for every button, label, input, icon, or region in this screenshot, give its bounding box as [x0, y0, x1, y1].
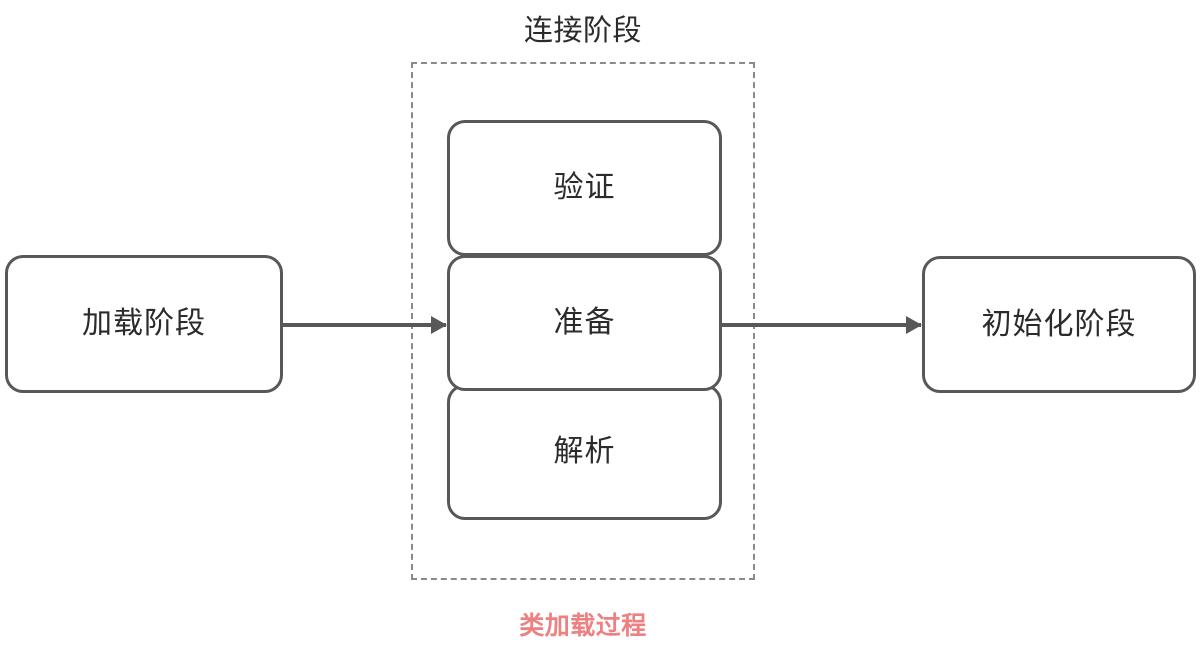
dashed-group-container — [411, 62, 755, 580]
figure-caption: 类加载过程 — [519, 612, 647, 640]
arrow-right-icon-loading-to-linking — [283, 323, 446, 327]
phase-box-verify-label: 验证 — [553, 171, 616, 204]
phase-box-resolve[interactable]: 解析 — [447, 384, 722, 520]
arrow-right-icon-linking-to-initialization — [721, 323, 921, 327]
phase-box-prepare-label: 准备 — [553, 306, 616, 339]
phase-box-resolve-label: 解析 — [553, 435, 616, 468]
phase-box-initialization-label: 初始化阶段 — [981, 307, 1137, 341]
phase-box-loading[interactable]: 加载阶段 — [5, 255, 283, 393]
phase-box-loading-label: 加载阶段 — [82, 307, 206, 340]
group-title-linking-phase: 连接阶段 — [523, 15, 642, 47]
phase-box-prepare[interactable]: 准备 — [447, 255, 722, 391]
phase-box-verify[interactable]: 验证 — [447, 120, 722, 256]
phase-box-initialization[interactable]: 初始化阶段 — [922, 256, 1196, 393]
